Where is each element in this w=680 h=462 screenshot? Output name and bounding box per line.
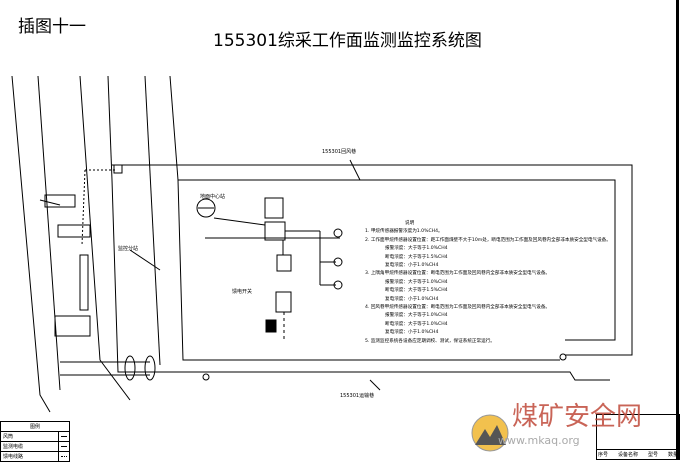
watermark-url: www.mkaq.org <box>498 434 580 447</box>
power-box <box>264 197 284 219</box>
legend-label: 馈电线路 <box>0 451 59 462</box>
note-line: 2. 工作面甲烷传感器设置位置：距工作面煤壁不大于10m处，断电范围为工作面及回… <box>365 237 611 243</box>
diagram-title: 155301综采工作面监测监控系统图 <box>213 31 482 51</box>
note-line: 断电浓度：大于等于1.5%CH4 <box>385 254 448 260</box>
right-border <box>676 0 679 459</box>
methane-sensor-icon <box>333 280 343 290</box>
note-line: 报警浓度：大于等于1.0%CH4 <box>385 246 448 252</box>
monitor-cable <box>213 217 266 226</box>
methane-sensor-icon <box>333 257 343 267</box>
legend-swatch <box>57 451 70 462</box>
return-airway-inner <box>178 179 616 341</box>
device-box <box>54 315 91 337</box>
leader-line <box>129 249 161 271</box>
switch-box <box>276 254 292 272</box>
note-line: 断电浓度：大于等于1.0%CH4 <box>385 321 448 327</box>
transport-airway <box>111 179 610 381</box>
leader-line <box>349 159 361 181</box>
title-block-cell: 设备名称 <box>617 452 638 458</box>
title-block-cell: 数量 <box>667 452 678 458</box>
roadway-line <box>144 75 161 366</box>
leader-line <box>39 199 61 206</box>
roadway-line <box>169 75 179 181</box>
note-line: 复电浓度：小于1.0%CH4 <box>385 263 439 269</box>
roadway-line <box>11 75 51 413</box>
device-box <box>57 224 91 238</box>
return-airway-label: 155301回风巷 <box>322 149 357 155</box>
sensor-icon <box>559 353 567 361</box>
legend-label: 风筒 <box>0 431 59 442</box>
note-line: 1. 甲烷传感器报警浓度为1.0%CH4。 <box>365 229 443 235</box>
note-line: 4. 回风巷甲烷传感器设置位置：断电范围为工作面及回风巷内全部非本质安全型电气设… <box>365 305 551 311</box>
roadway-line <box>37 75 61 391</box>
watermark-text: 煤矿安全网 <box>512 402 643 432</box>
title-block-cell: 序号 <box>598 452 609 458</box>
notes-heading: 说明 <box>405 221 415 226</box>
transport-airway-label: 155301运输巷 <box>340 393 375 399</box>
ground-center-label: 地面中心站 <box>200 194 226 200</box>
device-box <box>275 291 292 313</box>
note-line: 复电浓度：小于1.0%CH4 <box>385 330 439 336</box>
note-line: 报警浓度：大于等于1.0%CH4 <box>385 279 448 285</box>
substation-box <box>44 194 76 208</box>
air-door-icon <box>144 355 156 381</box>
power-icon <box>265 319 277 333</box>
roadway-line <box>79 75 131 401</box>
leader-line <box>369 379 381 391</box>
note-line: 5. 监测监控系统各设备应定期调校、测试，保证系统正常运行。 <box>365 338 495 344</box>
ground-center-icon <box>196 198 216 218</box>
legend-swatch <box>57 431 70 442</box>
face-line <box>177 179 560 361</box>
substation-box <box>264 221 286 241</box>
note-line: 3. 上隅角甲烷传感器设置位置：断电范围为工作面及回风巷内全部非本质安全型电气设… <box>365 271 551 277</box>
note-line: 复电浓度：小于1.0%CH4 <box>385 296 439 302</box>
note-line: 断电浓度：大于等于1.5%CH4 <box>385 288 448 294</box>
title-block-cell: 型号 <box>647 452 658 458</box>
device-box <box>79 254 89 311</box>
legend-swatch <box>57 441 70 452</box>
roadway-line <box>107 75 113 181</box>
duct-line <box>81 169 86 246</box>
power-switch-label: 馈电开关 <box>232 289 253 295</box>
note-line: 报警浓度：大于等于1.0%CH4 <box>385 313 448 319</box>
notes-block: 说明 1. 甲烷传感器报警浓度为1.0%CH4。 2. 工作面甲烷传感器设置位置… <box>365 220 611 346</box>
watermark-logo <box>471 414 509 452</box>
legend-table: 图例 风筒 监测电缆 馈电线路 <box>0 421 70 462</box>
sensor-icon <box>113 164 123 174</box>
legend-heading: 图例 <box>0 421 70 432</box>
figure-label: 插图十一 <box>18 17 86 37</box>
air-door-icon <box>124 355 136 381</box>
legend-label: 监测电缆 <box>0 441 59 452</box>
methane-sensor-icon <box>333 228 343 238</box>
sensor-icon <box>202 373 210 381</box>
substation-label: 监控分站 <box>118 246 139 252</box>
return-airway <box>112 164 633 356</box>
